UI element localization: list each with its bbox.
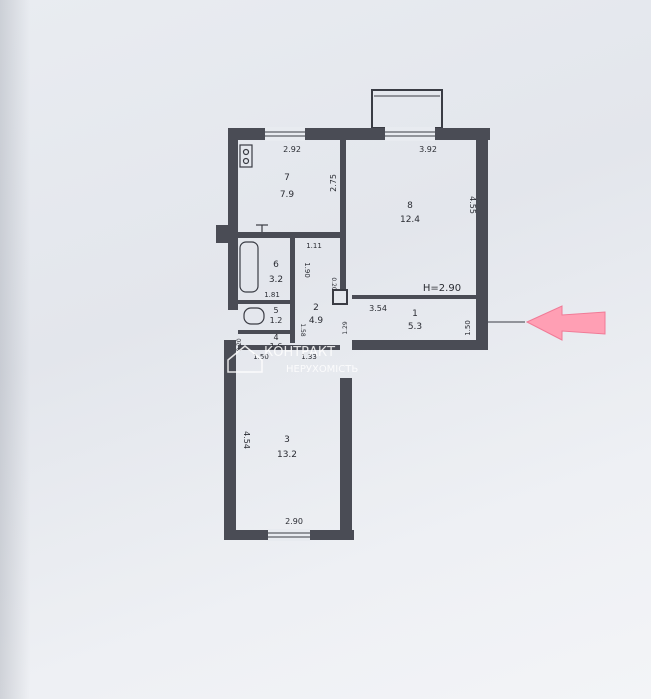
dim-wc-side: 1.58 bbox=[299, 323, 306, 337]
room-6-area: 3.2 bbox=[269, 275, 283, 285]
dim-left-bottom: 1.50 bbox=[253, 353, 269, 361]
toilet-icon bbox=[243, 307, 265, 325]
dim-small-b: 0.20 bbox=[236, 338, 243, 352]
room-2-area: 4.9 bbox=[309, 316, 324, 326]
room-3-area: 13.2 bbox=[277, 450, 297, 460]
room-4-number: 4 bbox=[273, 333, 278, 342]
watermark: КОНТРАКТ НЕРУХОМІСТЬ bbox=[227, 345, 358, 375]
watermark-line2: НЕРУХОМІСТЬ bbox=[286, 364, 358, 375]
dim-bath-bottom: 1.81 bbox=[264, 291, 280, 299]
dim-bath-top: 1.11 bbox=[306, 242, 322, 250]
dim-hall-height: 1.50 bbox=[464, 320, 472, 336]
dim-hall-width: 3.54 bbox=[369, 304, 387, 313]
dim-bath-side: 1.90 bbox=[303, 262, 311, 278]
stove-icon bbox=[239, 144, 253, 168]
windows bbox=[265, 127, 435, 541]
room-8-number: 8 bbox=[407, 201, 413, 211]
room-5-number: 5 bbox=[273, 306, 278, 315]
room-6-number: 6 bbox=[273, 260, 279, 270]
dim-room3-side: 4.54 bbox=[242, 431, 251, 449]
room-labels: 7 7.9 8 12.4 6 3.2 5 1.2 4 1.6 2 4.9 1 5… bbox=[269, 173, 422, 460]
room-3-number: 3 bbox=[284, 435, 290, 445]
inner-walls bbox=[238, 140, 476, 350]
room-5-area: 1.2 bbox=[270, 316, 283, 325]
ceiling-height: H=2.90 bbox=[423, 283, 461, 294]
paper-shadow bbox=[0, 0, 30, 699]
room-7-number: 7 bbox=[284, 173, 290, 183]
room-4-area: 1.6 bbox=[270, 342, 283, 351]
dim-mid-bottom: 1.33 bbox=[301, 353, 317, 361]
dim-top-right: 3.92 bbox=[419, 145, 437, 154]
bathtub-icon bbox=[239, 241, 259, 293]
balcony bbox=[371, 89, 443, 129]
dim-top-left: 2.92 bbox=[283, 145, 301, 154]
room-7-area: 7.9 bbox=[280, 190, 295, 200]
dim-room3-bottom: 2.90 bbox=[285, 517, 303, 526]
dim-room8-side: 4.55 bbox=[468, 196, 477, 214]
fixtures bbox=[239, 144, 268, 325]
dim-kitchen-side: 2.75 bbox=[329, 174, 338, 192]
house-logo-icon bbox=[227, 345, 263, 373]
watermark-line1: КОНТРАКТ bbox=[264, 345, 335, 360]
room-8-area: 12.4 bbox=[400, 215, 420, 225]
dim-corridor-side: 1.29 bbox=[342, 321, 349, 335]
dimension-labels: 2.92 3.92 2.75 4.55 1.11 1.90 1.81 0.20 … bbox=[236, 145, 477, 526]
entrance-arrow bbox=[488, 305, 606, 341]
dim-small-a: 0.20 bbox=[330, 277, 337, 291]
room-1-area: 5.3 bbox=[408, 322, 422, 332]
room-2-number: 2 bbox=[313, 303, 319, 313]
room-1-number: 1 bbox=[412, 309, 418, 319]
